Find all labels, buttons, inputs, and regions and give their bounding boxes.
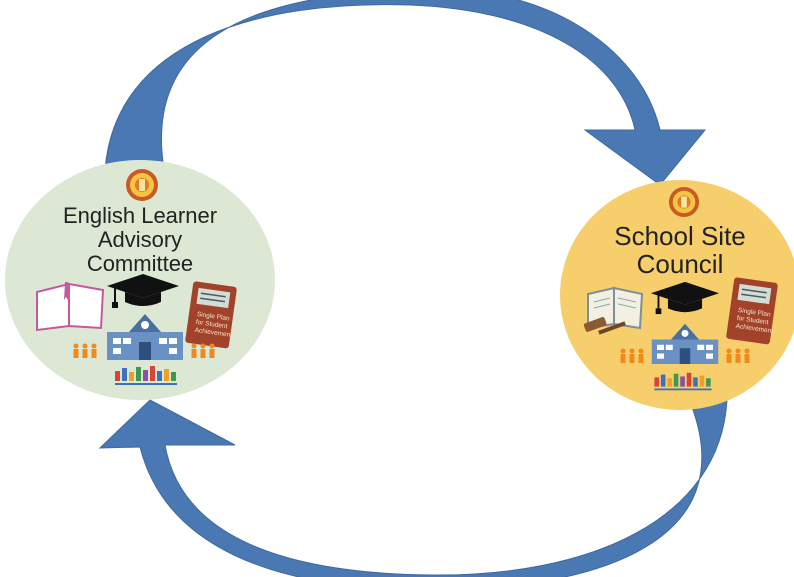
people-icon	[726, 348, 750, 363]
schoolhouse-icon	[107, 314, 183, 360]
district-seal-icon	[668, 186, 700, 218]
community-logo-icon	[654, 372, 712, 391]
people-icon	[620, 348, 644, 363]
plan-book-line-1: Single Plan	[196, 311, 230, 323]
plan-book-icon: Single Plan for Student Achievement	[726, 277, 778, 345]
top-arrow	[104, 0, 707, 186]
title-line-3: Committee	[86, 250, 194, 276]
gavel-book-icon	[583, 286, 644, 335]
title-line-1: English Learner	[62, 203, 218, 228]
node-title: School Site Council	[560, 222, 794, 278]
plan-book-line-2: for Student	[736, 315, 769, 326]
graduation-cap-icon	[107, 274, 179, 308]
plan-book-icon: Single Plan for Student Achievement	[185, 281, 237, 349]
people-icon	[191, 343, 215, 358]
node-school-site-council: School Site Council Single Plan	[560, 180, 794, 410]
plan-book-line-2: for Student	[195, 319, 228, 330]
graduation-cap-icon	[650, 281, 720, 315]
node-title: English Learner Advisory Committee	[5, 204, 275, 275]
title-line-2: Advisory	[97, 226, 183, 252]
title-line-2: Council	[636, 249, 724, 280]
schoolhouse-icon	[651, 323, 719, 364]
title-line-1: School Site	[614, 221, 746, 251]
community-logo-icon	[115, 366, 177, 385]
plan-book-line-1: Single Plan	[737, 307, 771, 319]
people-icon	[73, 343, 97, 358]
open-book-icon	[36, 282, 105, 332]
district-seal-icon	[126, 169, 158, 201]
node-english-learner-advisory-committee: English Learner Advisory Committee Singl…	[5, 160, 275, 400]
bottom-arrow	[98, 399, 728, 577]
